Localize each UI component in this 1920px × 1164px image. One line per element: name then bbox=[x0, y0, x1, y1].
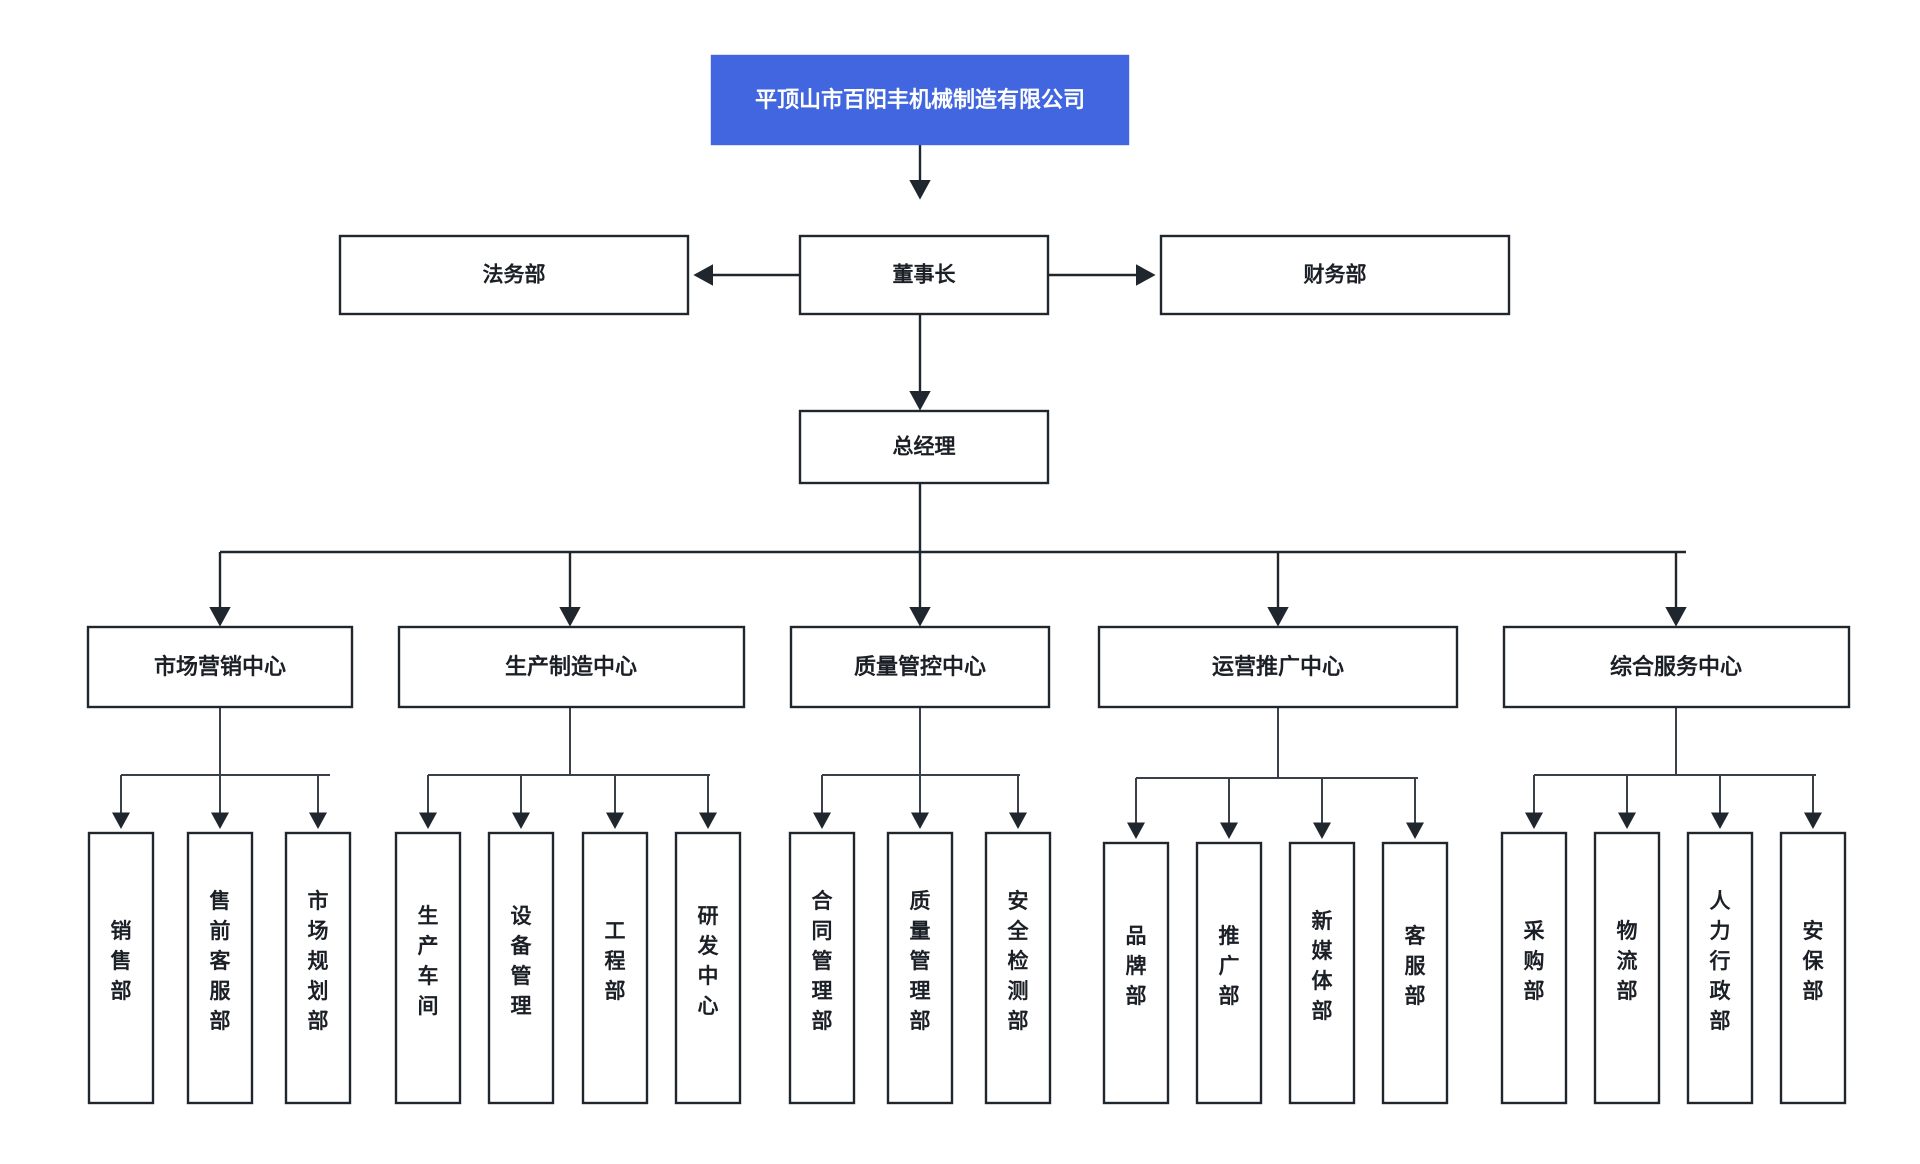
leaf-0-2-box[interactable] bbox=[284, 831, 352, 1105]
leaf-0-0-label: 销售部 bbox=[111, 919, 132, 1003]
leaf-3-3-box[interactable] bbox=[1381, 841, 1449, 1105]
node-center-2-box[interactable] bbox=[789, 625, 1051, 709]
node-root[interactable]: 平顶山市百阳丰机械制造有限公司 bbox=[710, 54, 1130, 146]
leaf-2-2[interactable]: 安全检测部 bbox=[984, 831, 1052, 1105]
leaf-4-3-label: 安保部 bbox=[1802, 919, 1825, 1003]
leaf-0-1-box[interactable] bbox=[186, 831, 254, 1105]
leaf-1-3-label: 研发中心 bbox=[697, 905, 720, 1018]
leaf-4-0-label: 采购部 bbox=[1524, 920, 1545, 1003]
leaf-3-0-label: 品牌部 bbox=[1126, 925, 1147, 1008]
leaf-4-0-box[interactable] bbox=[1500, 831, 1568, 1105]
leaf-4-1-label: 物流部 bbox=[1617, 919, 1638, 1003]
node-center-1-label: 生产制造中心 bbox=[505, 654, 637, 679]
node-root-label: 平顶山市百阳丰机械制造有限公司 bbox=[755, 87, 1085, 112]
leaf-1-0[interactable]: 生产车间 bbox=[394, 831, 462, 1105]
node-center-4[interactable]: 综合服务中心 bbox=[1502, 625, 1851, 709]
leaf-0-0[interactable]: 销售部 bbox=[87, 831, 155, 1105]
leaf-2-1-box[interactable] bbox=[886, 831, 954, 1105]
leaf-1-3-box[interactable] bbox=[674, 831, 742, 1105]
node-center-0-label: 市场营销中心 bbox=[154, 654, 286, 679]
leaf-4-3[interactable]: 安保部 bbox=[1779, 831, 1847, 1105]
leaf-2-1-label: 质量管理部 bbox=[910, 890, 931, 1033]
leaf-2-0-box[interactable] bbox=[788, 831, 856, 1105]
leaf-3-2-box[interactable] bbox=[1288, 841, 1356, 1105]
connector-layer bbox=[112, 145, 1822, 839]
leaf-0-2-label: 市场规划部 bbox=[308, 889, 329, 1033]
leaf-4-1[interactable]: 物流部 bbox=[1593, 831, 1661, 1105]
leaf-3-0-box[interactable] bbox=[1102, 841, 1170, 1105]
node-legal[interactable]: 法务部 bbox=[338, 234, 690, 316]
node-general-manager-box[interactable] bbox=[798, 409, 1050, 485]
leaf-0-2[interactable]: 市场规划部 bbox=[284, 831, 352, 1105]
node-center-4-box[interactable] bbox=[1502, 625, 1851, 709]
leaf-2-0[interactable]: 合同管理部 bbox=[788, 831, 856, 1105]
node-center-1-box[interactable] bbox=[397, 625, 746, 709]
leaf-1-0-box[interactable] bbox=[394, 831, 462, 1105]
leaf-1-1[interactable]: 设备管理 bbox=[487, 831, 555, 1105]
leaf-4-1-box[interactable] bbox=[1593, 831, 1661, 1105]
node-general-manager[interactable]: 总经理 bbox=[798, 409, 1050, 485]
node-root-box[interactable] bbox=[710, 54, 1130, 146]
leaf-1-2-label: 工程部 bbox=[605, 920, 626, 1003]
node-center-3-box[interactable] bbox=[1097, 625, 1459, 709]
leaf-0-1-label: 售前客服部 bbox=[210, 889, 232, 1033]
leaf-1-0-label: 生产车间 bbox=[418, 904, 439, 1018]
leaf-4-0[interactable]: 采购部 bbox=[1500, 831, 1568, 1105]
leaf-2-1[interactable]: 质量管理部 bbox=[886, 831, 954, 1105]
node-center-4-label: 综合服务中心 bbox=[1610, 654, 1742, 679]
leaf-4-2-box[interactable] bbox=[1686, 831, 1754, 1105]
leaf-3-3[interactable]: 客服部 bbox=[1381, 841, 1449, 1105]
leaf-2-2-box[interactable] bbox=[984, 831, 1052, 1105]
node-finance-box[interactable] bbox=[1159, 234, 1511, 316]
node-chairman[interactable]: 董事长 bbox=[798, 234, 1050, 316]
leaf-3-1-box[interactable] bbox=[1195, 841, 1263, 1105]
leaf-1-1-box[interactable] bbox=[487, 831, 555, 1105]
leaf-1-1-label: 设备管理 bbox=[510, 905, 533, 1018]
leaf-3-3-label: 客服部 bbox=[1405, 924, 1427, 1008]
node-legal-label: 法务部 bbox=[483, 263, 546, 287]
node-center-0-box[interactable] bbox=[86, 625, 354, 709]
node-center-2-label: 质量管控中心 bbox=[854, 654, 986, 679]
leaf-3-0[interactable]: 品牌部 bbox=[1102, 841, 1170, 1105]
leaf-4-2[interactable]: 人力行政部 bbox=[1686, 831, 1754, 1105]
node-general-manager-label: 总经理 bbox=[893, 435, 956, 459]
leaf-3-1-label: 推广部 bbox=[1219, 925, 1240, 1008]
leaf-2-0-label: 合同管理部 bbox=[812, 889, 834, 1033]
leaf-4-2-label: 人力行政部 bbox=[1709, 890, 1732, 1033]
node-chairman-label: 董事长 bbox=[893, 263, 957, 287]
leaf-3-2[interactable]: 新媒体部 bbox=[1288, 841, 1356, 1105]
leaf-0-0-box[interactable] bbox=[87, 831, 155, 1105]
leaf-3-2-label: 新媒体部 bbox=[1312, 909, 1334, 1023]
leaf-0-1[interactable]: 售前客服部 bbox=[186, 831, 254, 1105]
node-legal-box[interactable] bbox=[338, 234, 690, 316]
node-center-0[interactable]: 市场营销中心 bbox=[86, 625, 354, 709]
node-chairman-box[interactable] bbox=[798, 234, 1050, 316]
node-center-3[interactable]: 运营推广中心 bbox=[1097, 625, 1459, 709]
leaf-2-2-label: 安全检测部 bbox=[1007, 889, 1030, 1033]
leaf-1-2-box[interactable] bbox=[581, 831, 649, 1105]
leaf-4-3-box[interactable] bbox=[1779, 831, 1847, 1105]
node-center-1[interactable]: 生产制造中心 bbox=[397, 625, 746, 709]
node-center-2[interactable]: 质量管控中心 bbox=[789, 625, 1051, 709]
node-center-3-label: 运营推广中心 bbox=[1212, 654, 1344, 679]
leaf-3-1[interactable]: 推广部 bbox=[1195, 841, 1263, 1105]
node-finance[interactable]: 财务部 bbox=[1159, 234, 1511, 316]
node-finance-label: 财务部 bbox=[1304, 263, 1367, 287]
leaf-1-2[interactable]: 工程部 bbox=[581, 831, 649, 1105]
leaf-1-3[interactable]: 研发中心 bbox=[674, 831, 742, 1105]
